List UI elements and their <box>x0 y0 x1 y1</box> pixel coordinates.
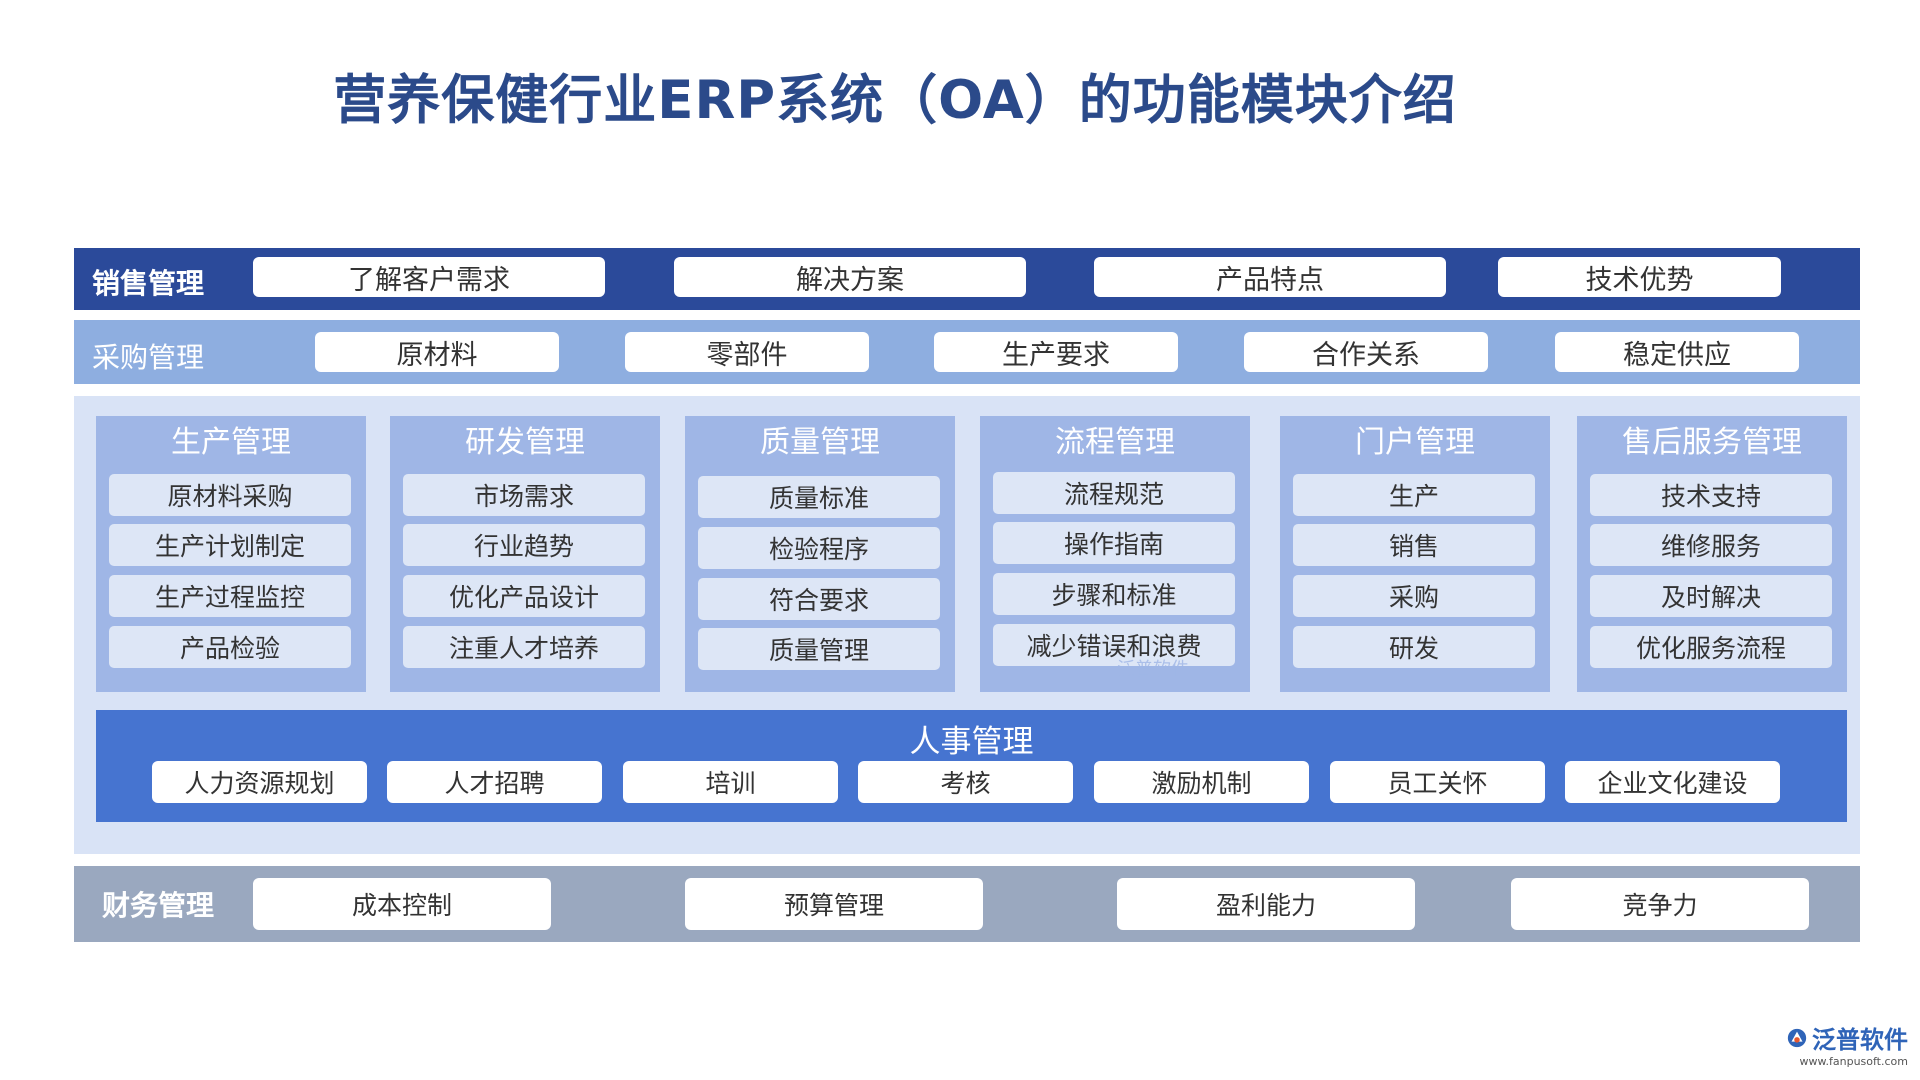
hr-management-band: 人事管理 人力资源规划 人才招聘 培训 考核 激励机制 员工关怀 企业文化建设 <box>96 710 1847 822</box>
module-title: 质量管理 <box>760 425 880 460</box>
module-rnd: 研发管理 市场需求 行业趋势 优化产品设计 注重人才培养 <box>390 416 660 692</box>
purchase-item: 原材料 <box>315 332 559 372</box>
finance-item: 成本控制 <box>253 878 551 930</box>
module-item: 优化产品设计 <box>403 575 645 617</box>
module-item: 质量标准 <box>698 476 940 518</box>
hr-item: 企业文化建设 <box>1565 761 1780 803</box>
module-item: 质量管理 <box>698 628 940 670</box>
sales-item: 解决方案 <box>674 257 1026 297</box>
hr-item: 人力资源规划 <box>152 761 367 803</box>
module-item: 行业趋势 <box>403 524 645 566</box>
finance-item: 盈利能力 <box>1117 878 1415 930</box>
sales-item: 技术优势 <box>1498 257 1781 297</box>
finance-item: 竞争力 <box>1511 878 1809 930</box>
module-item: 维修服务 <box>1590 524 1832 566</box>
hr-management-title: 人事管理 <box>909 724 1034 760</box>
module-title: 研发管理 <box>465 425 585 460</box>
core-modules-panel: 生产管理 原材料采购 生产计划制定 生产过程监控 产品检验 研发管理 市场需求 … <box>74 396 1860 854</box>
module-title: 售后服务管理 <box>1622 425 1802 460</box>
module-item: 检验程序 <box>698 527 940 569</box>
brand-logo: 泛普软件 www.fanpusoft.com <box>1786 1020 1908 1068</box>
sales-management-band: 销售管理 了解客户需求 解决方案 产品特点 技术优势 <box>74 248 1860 310</box>
module-item: 生产计划制定 <box>109 524 351 566</box>
module-process: 流程管理 流程规范 操作指南 步骤和标准 减少错误和浪费 <box>980 416 1250 692</box>
brand-logo-url: www.fanpusoft.com <box>1799 1055 1908 1068</box>
module-item: 生产 <box>1293 474 1535 516</box>
hr-item: 人才招聘 <box>387 761 602 803</box>
module-item: 产品检验 <box>109 626 351 668</box>
module-item: 及时解决 <box>1590 575 1832 617</box>
module-item: 原材料采购 <box>109 474 351 516</box>
module-item: 符合要求 <box>698 578 940 620</box>
module-portal: 门户管理 生产 销售 采购 研发 <box>1280 416 1550 692</box>
purchase-management-band: 采购管理 原材料 零部件 生产要求 合作关系 稳定供应 <box>74 320 1860 384</box>
finance-management-label: 财务管理 <box>102 889 215 922</box>
hr-item: 激励机制 <box>1094 761 1309 803</box>
module-item: 优化服务流程 <box>1590 626 1832 668</box>
module-item: 销售 <box>1293 524 1535 566</box>
module-item: 研发 <box>1293 626 1535 668</box>
module-item: 步骤和标准 <box>993 573 1235 615</box>
hr-item: 员工关怀 <box>1330 761 1545 803</box>
purchase-item: 合作关系 <box>1244 332 1488 372</box>
purchase-item: 零部件 <box>625 332 869 372</box>
brand-logo-icon <box>1787 1028 1807 1047</box>
module-item: 操作指南 <box>993 522 1235 564</box>
module-title: 流程管理 <box>1055 425 1175 460</box>
purchase-item: 稳定供应 <box>1555 332 1799 372</box>
page-title: 营养保健行业ERP系统（OA）的功能模块介绍 <box>333 70 1457 131</box>
sales-management-label: 销售管理 <box>92 267 205 300</box>
module-item: 生产过程监控 <box>109 575 351 617</box>
module-quality: 质量管理 质量标准 检验程序 符合要求 质量管理 <box>685 416 955 692</box>
module-item: 采购 <box>1293 575 1535 617</box>
hr-item: 培训 <box>623 761 838 803</box>
hr-item: 考核 <box>858 761 1073 803</box>
module-title: 门户管理 <box>1355 425 1475 460</box>
module-item: 技术支持 <box>1590 474 1832 516</box>
sales-item: 了解客户需求 <box>253 257 605 297</box>
module-title: 生产管理 <box>171 425 291 460</box>
sales-item: 产品特点 <box>1094 257 1446 297</box>
module-item: 减少错误和浪费 <box>993 624 1235 666</box>
finance-management-band: 财务管理 成本控制 预算管理 盈利能力 竞争力 <box>74 866 1860 942</box>
purchase-management-label: 采购管理 <box>92 341 205 374</box>
purchase-item: 生产要求 <box>934 332 1178 372</box>
module-production: 生产管理 原材料采购 生产计划制定 生产过程监控 产品检验 <box>96 416 366 692</box>
finance-item: 预算管理 <box>685 878 983 930</box>
module-item: 市场需求 <box>403 474 645 516</box>
module-item: 流程规范 <box>993 472 1235 514</box>
module-item: 注重人才培养 <box>403 626 645 668</box>
watermark: 泛普软件 <box>1117 659 1189 680</box>
module-after-sales: 售后服务管理 技术支持 维修服务 及时解决 优化服务流程 <box>1577 416 1847 692</box>
brand-logo-name: 泛普软件 <box>1812 1026 1908 1054</box>
